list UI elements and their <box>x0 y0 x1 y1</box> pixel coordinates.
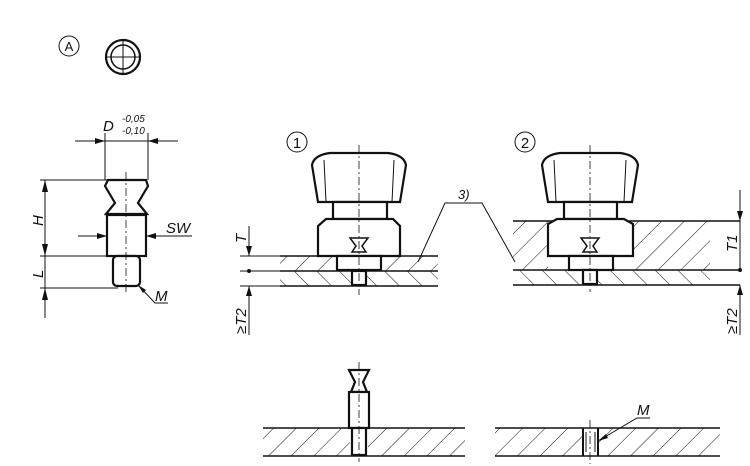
variant-1-view: 1 T ≥T2 <box>233 131 438 335</box>
dimension-h-label: H <box>30 215 47 226</box>
thread-m-label: M <box>155 288 168 305</box>
tolerance-lower: -0,10 <box>122 126 145 137</box>
plunger-side-view: D -0,05 -0,10 H L SW M <box>30 114 192 318</box>
mounting-bottom-right: M <box>495 402 720 464</box>
note-3-callout: 3) <box>417 187 516 263</box>
variant-2-label: 2 <box>521 135 529 152</box>
dimension-t2-label-right: ≥T2 <box>724 308 741 334</box>
dimension-d-label: D <box>103 118 114 135</box>
mounting-bottom-left <box>263 362 465 462</box>
dimension-t-label: T <box>233 232 250 243</box>
dimension-sw-label: SW <box>166 220 192 237</box>
thread-m-label-bottom: M <box>637 402 650 419</box>
detail-a-view: A <box>58 35 142 76</box>
variant-2-view: 2 T1 ≥T2 <box>513 131 743 335</box>
variant-1-label: 1 <box>293 135 301 152</box>
note-3-label: 3) <box>458 187 470 202</box>
tolerance-upper: -0,05 <box>122 114 145 125</box>
dimension-t1-label: T1 <box>724 234 741 252</box>
dimension-t2-label-left: ≥T2 <box>233 308 250 334</box>
dimension-l-label: L <box>30 270 47 278</box>
detail-a-label: A <box>65 39 74 54</box>
